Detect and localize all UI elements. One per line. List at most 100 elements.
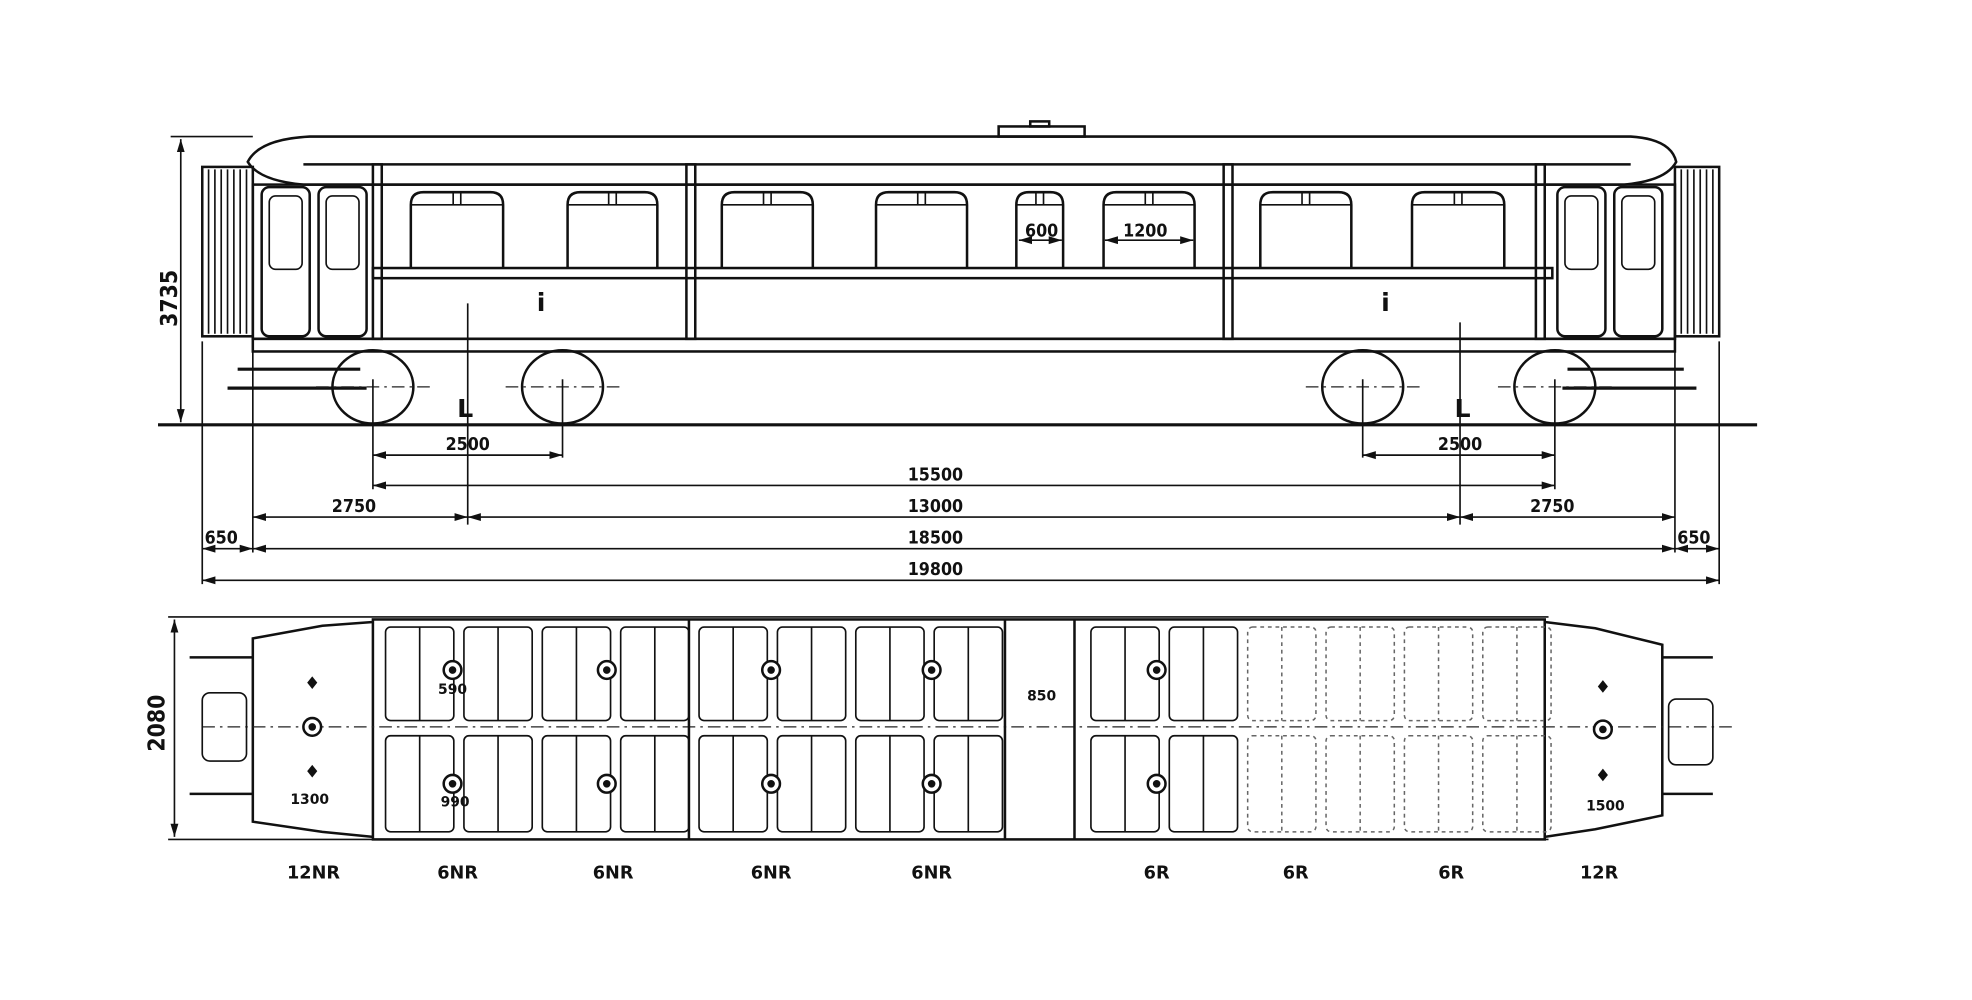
section-label: 6R: [1144, 864, 1170, 884]
door-window: [325, 195, 360, 271]
lamp-centre: [448, 779, 457, 788]
coupler-outline: [201, 691, 248, 762]
dim-wc: 850: [1027, 688, 1056, 704]
section-label: 6NR: [437, 864, 478, 884]
bogie-mark-right: L: [1455, 394, 1471, 423]
door: [260, 185, 311, 338]
dimension-value: 18500: [908, 529, 963, 549]
dimension-value: 15500: [908, 465, 963, 485]
seat: [1325, 734, 1396, 833]
section-labels: 12NR 6NR 6NR 6NR 6NR 6R 6R 6R 12R: [287, 864, 1619, 884]
length-dimensions: 2500 2500 15500 2750 13000 2750 650 18500 650 198…: [202, 435, 1720, 585]
belt-rail: [371, 266, 1554, 280]
lamp-centre: [308, 723, 317, 731]
bogie-mark-left: L: [457, 394, 473, 423]
class-mark-left: i: [537, 288, 546, 317]
light-marker: [307, 676, 318, 689]
seat: [1403, 734, 1474, 833]
plan-body-outline: [371, 618, 1546, 841]
dimension-value: 2750: [332, 497, 376, 517]
lamp-centre: [448, 666, 457, 674]
seat: [1403, 626, 1474, 722]
gangway-bellows: [200, 165, 1721, 338]
section-label: 6NR: [911, 864, 952, 884]
lamp-centre: [767, 779, 775, 788]
lamp-centre: [767, 666, 775, 674]
seat: [1325, 626, 1396, 722]
body-pillars: [371, 163, 1546, 341]
section-label: 6R: [1438, 864, 1464, 884]
window-dim-large: 1200: [1123, 221, 1167, 241]
pillar: [1534, 163, 1546, 341]
window: [1410, 190, 1506, 269]
section-label: 6NR: [593, 864, 634, 884]
side-windows: [409, 190, 1506, 269]
lamp-centre: [1152, 666, 1161, 674]
bellows: [1673, 165, 1721, 338]
side-elevation: L L i i 3735 600 1200 2500 2500 15500 2750 1…: [157, 120, 1758, 585]
section-label: 6NR: [751, 864, 792, 884]
roof-vent-cap: [1028, 120, 1051, 128]
window: [409, 190, 505, 269]
seat: [1246, 626, 1317, 722]
dim-compartment: 990: [441, 795, 470, 811]
car-body: [251, 183, 1677, 341]
section-label: 12R: [1580, 864, 1619, 884]
dimension-value: 2750: [1530, 497, 1574, 517]
dimension-value: 2500: [446, 435, 490, 455]
lamp-centre: [927, 779, 936, 788]
roof: [246, 135, 1678, 186]
door: [1556, 185, 1607, 338]
coupler-outline: [1667, 698, 1714, 766]
right-end-vestibule: [1544, 620, 1664, 839]
window: [720, 190, 815, 269]
dimension-value: 2500: [1438, 435, 1482, 455]
dim-seat-pitch: 590: [438, 682, 467, 698]
door: [1612, 185, 1664, 338]
plan-view: 2080 1300 1500 590 990 850 12NR 6NR 6NR 6NR…: [144, 616, 1732, 884]
light-marker: [307, 764, 318, 778]
lamp-centre: [927, 666, 936, 674]
window: [1259, 190, 1353, 269]
end-doors: [260, 185, 1664, 338]
lamp-centre: [602, 666, 611, 674]
steps: [227, 367, 1697, 390]
lamp-centre: [1599, 725, 1607, 734]
window: [1102, 190, 1196, 269]
light-marker: [1597, 680, 1608, 693]
pillar: [371, 163, 384, 341]
dimension-value: 13000: [908, 497, 963, 517]
lamp-centre: [602, 779, 611, 788]
class-mark-right: i: [1381, 288, 1390, 317]
roof-vent: [997, 125, 1086, 138]
door-window: [1621, 195, 1656, 271]
window: [1015, 190, 1065, 269]
pillar: [1222, 163, 1234, 341]
lamp-centre: [1152, 779, 1161, 788]
door-window: [268, 195, 303, 271]
window-dim-small: 600: [1025, 221, 1058, 241]
dim-left-vestibule: 1300: [290, 792, 329, 808]
window: [566, 190, 659, 269]
seat: [1482, 734, 1552, 833]
dimension-value: 19800: [908, 560, 963, 580]
door: [317, 185, 368, 338]
wheels: [316, 348, 1612, 425]
door-window: [1564, 195, 1599, 271]
dimension-value: 650: [1677, 529, 1710, 549]
pillar: [685, 163, 697, 341]
dim-right-vestibule: 1500: [1586, 798, 1625, 814]
left-end-vestibule: [251, 620, 374, 839]
window: [874, 190, 969, 269]
seat: [1482, 626, 1552, 722]
seat: [1246, 734, 1317, 833]
width-dimension: 2080: [144, 695, 170, 752]
bellows: [200, 165, 255, 338]
section-label: 12NR: [287, 864, 340, 884]
height-dimension: 3735: [157, 270, 183, 327]
dimension-value: 650: [205, 529, 238, 549]
section-label: 6R: [1283, 864, 1309, 884]
compartments: [189, 619, 1714, 840]
solebar: [251, 337, 1677, 353]
